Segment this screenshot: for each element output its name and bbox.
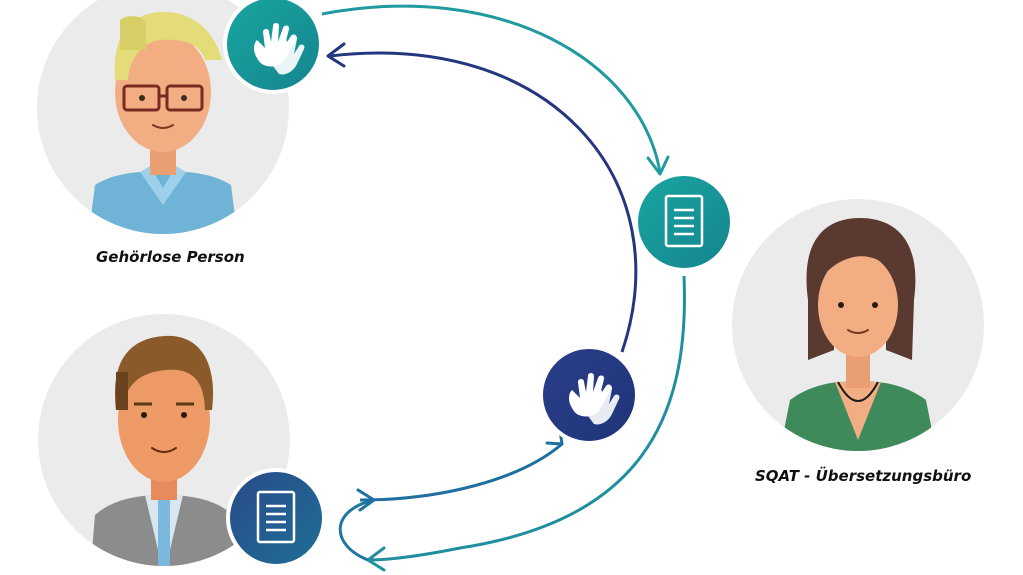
hearing-person-avatar [38, 314, 290, 566]
translation-office-label: SQAT - Übersetzungsbüro [755, 467, 972, 485]
document-icon [664, 194, 704, 248]
arrow-loop-connector [338, 498, 375, 562]
arrow-document-to-hands [359, 442, 563, 502]
sign-language-hands-icon [254, 23, 305, 75]
arrowhead-left-top [326, 42, 346, 68]
arrow-hands-to-document [321, 4, 662, 173]
document-icon [256, 490, 296, 544]
translator-avatar [732, 199, 984, 451]
arrowhead-down [646, 155, 670, 176]
sign-language-badge-top [223, 0, 323, 94]
deaf-person-label: Gehörlose Person [96, 248, 245, 266]
arrowhead-right-small [356, 488, 376, 512]
sign-language-hands-icon [569, 373, 620, 425]
arrow-document-to-hearing-person [367, 275, 686, 562]
arrow-hands-to-deaf-person [329, 51, 638, 353]
document-badge-right [634, 172, 734, 272]
document-badge-bottom [226, 468, 326, 568]
sign-language-badge-bottom [539, 345, 639, 445]
